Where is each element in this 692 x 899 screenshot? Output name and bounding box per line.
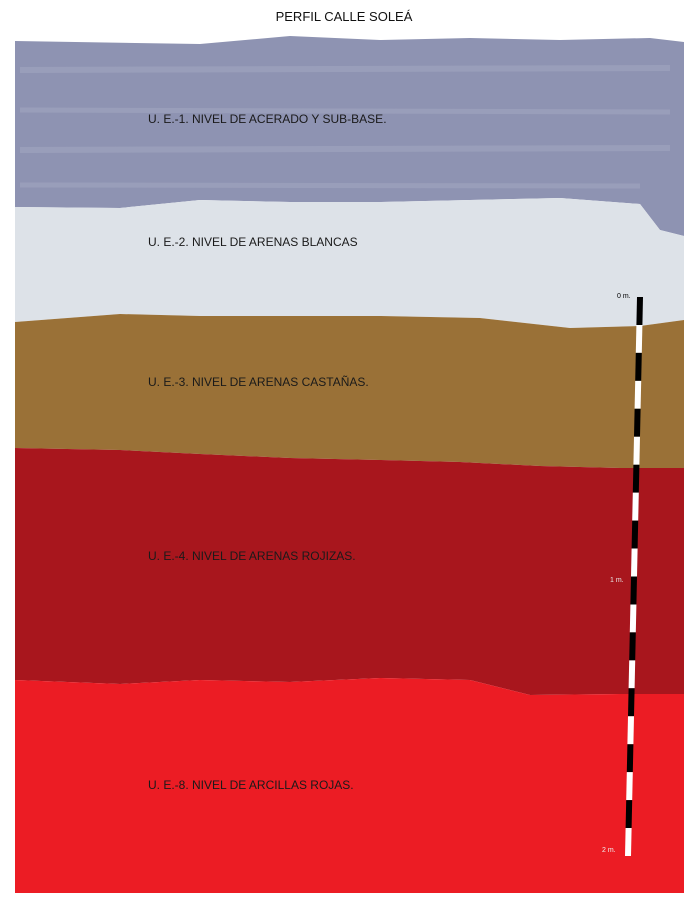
scale-bar-segment — [633, 436, 640, 465]
scale-bar-segment — [635, 324, 643, 353]
scale-bar-segment — [625, 800, 633, 829]
scale-bar-segment — [634, 408, 641, 437]
scale-bar-segment — [636, 297, 643, 325]
profile-title: PERFIL CALLE SOLEÁ — [276, 9, 413, 24]
scale-bar-segment — [634, 380, 642, 409]
layer-ue2 — [15, 198, 684, 328]
scale-bar-segment — [635, 352, 642, 381]
layer-ue3 — [15, 314, 684, 468]
layer-ue3-label: U. E.-3. NIVEL DE ARENAS CASTAÑAS. — [148, 375, 369, 389]
scale-bar-segment — [625, 828, 632, 856]
layer-ue1 — [15, 36, 684, 236]
layer-ue2-label: U. E.-2. NIVEL DE ARENAS BLANCAS — [148, 235, 358, 249]
layer-ue4-label: U. E.-4. NIVEL DE ARENAS ROJIZAS. — [148, 549, 356, 563]
scale-bar — [625, 297, 643, 856]
scale-bar-segment — [629, 632, 636, 661]
ue1-texture — [19, 65, 671, 189]
scale-bar-segment — [630, 576, 637, 605]
scale-label-1m: 1 m. — [610, 577, 624, 584]
scale-bar-segment — [632, 492, 639, 521]
scale-bar-segment — [631, 520, 639, 549]
scale-bar-segment — [628, 660, 636, 689]
scale-label-0m: 0 m. — [617, 293, 631, 300]
layer-ue8 — [15, 678, 684, 893]
layer-ue4 — [15, 448, 684, 695]
scale-bar-segment — [626, 744, 634, 773]
layer-ue1-label: U. E.-1. NIVEL DE ACERADO Y SUB-BASE. — [148, 112, 387, 126]
scale-bar-segment — [626, 772, 633, 801]
scale-bar-segment — [631, 548, 638, 577]
scale-bar-segment — [632, 464, 640, 493]
layer-ue8-label: U. E.-8. NIVEL DE ARCILLAS ROJAS. — [148, 778, 354, 792]
scale-bar-segment — [629, 604, 637, 633]
scale-label-2m: 2 m. — [602, 847, 616, 854]
scale-bar-segment — [628, 688, 635, 717]
scale-bar-segment — [627, 716, 634, 745]
